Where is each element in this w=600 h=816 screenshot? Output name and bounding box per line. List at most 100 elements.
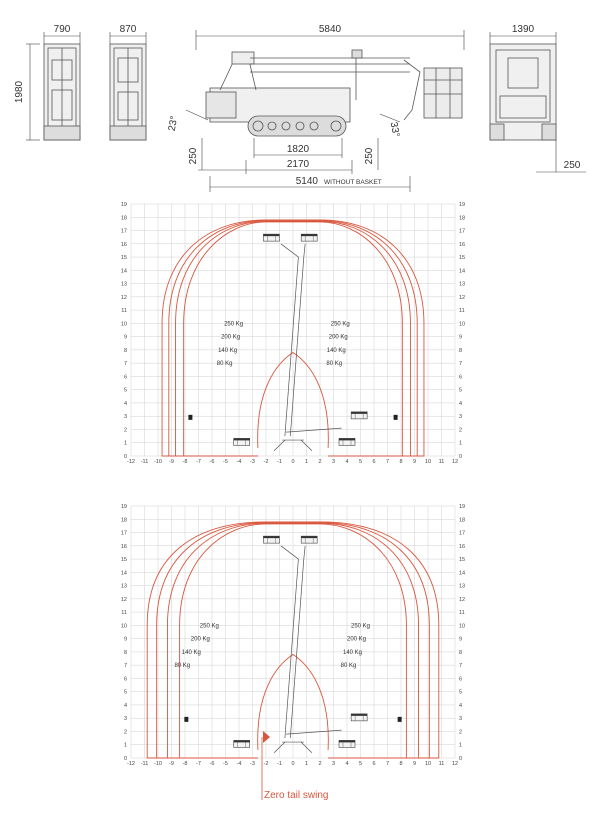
zero-tail-swing-label: Zero tail swing [264, 790, 328, 801]
x-tick-label: 2 [318, 761, 321, 767]
load-label-left: 140 Kg [218, 348, 237, 354]
load-envelope-curve [168, 220, 418, 457]
y-tick-label-right: 10 [459, 623, 465, 629]
y-tick-label-right: 2 [459, 729, 462, 735]
basket-icon [233, 740, 250, 748]
y-tick-label-right: 14 [459, 268, 465, 274]
x-tick-label: -10 [154, 459, 162, 465]
y-tick-label-right: 7 [459, 663, 462, 669]
x-tick-label: 7 [386, 761, 389, 767]
dimension-drawings [26, 30, 586, 192]
basket-icon [300, 535, 318, 544]
chart-grid [130, 505, 456, 759]
y-tick-label-left: 1 [124, 743, 127, 749]
inner-limit-curve [257, 654, 329, 751]
y-tick-label-right: 9 [459, 335, 462, 341]
y-tick-label-left: 16 [121, 242, 127, 248]
x-tick-label: -7 [196, 761, 201, 767]
x-tick-label: -5 [223, 761, 228, 767]
y-tick-label-right: 16 [459, 242, 465, 248]
x-tick-label: 5 [359, 761, 362, 767]
y-tick-label-right: 5 [459, 690, 462, 696]
y-tick-label-right: 11 [459, 308, 465, 314]
x-tick-label: -11 [141, 761, 149, 767]
y-tick-label-left: 12 [121, 295, 127, 301]
x-tick-label: 4 [345, 761, 348, 767]
x-tick-label: 3 [332, 761, 335, 767]
y-tick-label-right: 8 [459, 650, 462, 656]
y-tick-label-left: 5 [124, 690, 127, 696]
y-tick-label-right: 15 [459, 557, 465, 563]
y-tick-label-left: 15 [121, 255, 127, 261]
dimension-lines [26, 30, 586, 192]
y-tick-label-left: 9 [124, 335, 127, 341]
x-tick-label: -3 [250, 761, 255, 767]
y-tick-label-left: 3 [124, 414, 127, 420]
x-tick-label: -11 [141, 459, 149, 465]
y-tick-label-left: 13 [121, 584, 127, 590]
y-tick-label-right: 3 [459, 414, 462, 420]
load-envelope-curve [167, 522, 419, 759]
basket-icon [350, 713, 368, 722]
y-tick-label-left: 8 [124, 348, 127, 354]
y-tick-label-left: 16 [121, 544, 127, 550]
x-tick-label: 11 [439, 459, 445, 465]
x-tick-label: 10 [425, 459, 431, 465]
x-tick-label: -7 [196, 459, 201, 465]
x-tick-label: -2 [264, 459, 269, 465]
y-tick-label-left: 17 [121, 229, 127, 235]
x-tick-label: -6 [210, 459, 215, 465]
load-envelope-curve [146, 521, 440, 759]
x-tick-label: -12 [127, 459, 135, 465]
y-tick-label-right: 18 [459, 517, 465, 523]
y-tick-label-left: 2 [124, 729, 127, 735]
y-tick-label-right: 12 [459, 295, 465, 301]
x-tick-label: -8 [183, 459, 188, 465]
y-tick-label-left: 14 [121, 570, 127, 576]
y-tick-label-left: 11 [121, 308, 127, 314]
y-tick-label-right: 10 [459, 321, 465, 327]
y-tick-label-right: 15 [459, 255, 465, 261]
y-tick-label-left: 10 [121, 623, 127, 629]
dim-track-inner: 1820 [287, 144, 310, 155]
x-tick-label: 1 [305, 761, 308, 767]
y-tick-label-left: 8 [124, 650, 127, 656]
y-tick-label-left: 15 [121, 557, 127, 563]
x-tick-label: -8 [183, 761, 188, 767]
dim-height: 1980 [14, 80, 25, 103]
dim-total-length: 5840 [319, 24, 342, 35]
x-tick-label: 6 [372, 459, 375, 465]
load-label-right: 200 Kg [347, 637, 366, 643]
dim-angle-front: 23° [167, 115, 180, 132]
y-tick-label-left: 18 [121, 215, 127, 221]
x-tick-label: -1 [277, 459, 282, 465]
y-tick-label-right: 19 [459, 202, 465, 208]
y-tick-label-left: 3 [124, 716, 127, 722]
y-tick-label-right: 17 [459, 229, 465, 235]
y-tick-label-left: 9 [124, 637, 127, 643]
load-envelope-curve [161, 219, 425, 457]
y-tick-label-left: 10 [121, 321, 127, 327]
y-tick-label-right: 16 [459, 544, 465, 550]
y-tick-label-right: 11 [459, 610, 465, 616]
load-label-left: 140 Kg [182, 650, 201, 656]
x-tick-label: -9 [169, 459, 174, 465]
y-tick-label-left: 17 [121, 531, 127, 537]
basket-icon [263, 233, 280, 242]
dim-track-outer: 2170 [287, 159, 310, 170]
y-tick-label-left: 6 [124, 676, 127, 682]
load-envelope-curve [175, 220, 411, 457]
y-tick-label-left: 1 [124, 441, 127, 447]
y-tick-label-left: 14 [121, 268, 127, 274]
dim-track-width: 1390 [512, 24, 535, 35]
load-label-right: 250 Kg [331, 321, 350, 327]
x-tick-label: 1 [305, 459, 308, 465]
x-tick-label: 8 [399, 761, 402, 767]
zero-tail-swing-arrow-icon [263, 731, 270, 743]
y-tick-label-right: 0 [459, 454, 462, 460]
y-tick-label-right: 18 [459, 215, 465, 221]
dim-clearance-mid: 250 [364, 147, 375, 164]
y-tick-label-right: 5 [459, 388, 462, 394]
basket-icon [338, 438, 356, 446]
